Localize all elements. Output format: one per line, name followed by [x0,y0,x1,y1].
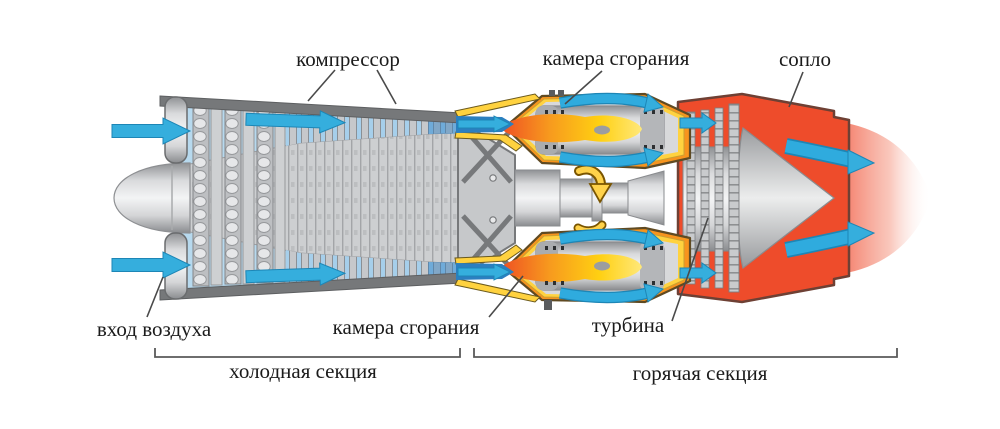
label-cold-section: холодная секция [229,359,377,383]
inlet-arrow-top [111,117,192,145]
fan-rotor-row [192,107,210,287]
label-air-inlet: вход воздуха [97,317,212,341]
can-end-cap [640,242,664,290]
frame-bolt [489,174,497,182]
turbine-stator-row [728,103,740,293]
casing-nub [549,90,555,96]
shaft-cone [627,170,665,226]
frame-bolt [489,216,497,224]
can-slot [594,261,610,271]
fan-stator-row [242,109,255,285]
leader-air-inlet [146,276,164,318]
label-compressor: компрессор [296,47,400,71]
shaft-assembly [457,118,665,280]
turbine-blade-row [686,111,696,285]
casing-nub [558,90,564,96]
shaft-segment [559,178,593,218]
leader-combustion-top [564,70,603,105]
can-slot [594,125,610,135]
inlet-arrow-bottom [111,251,192,279]
exhaust-arrow-bottom [847,221,876,247]
turbine-blade-row [700,109,710,289]
combustion-chamber-bottom [500,226,692,310]
label-hot-section: горячая секция [633,361,768,385]
combustion-chamber-top [500,90,692,170]
cold-section-bracket [154,348,461,358]
leader-turbine [671,217,709,322]
leader-nozzle [788,71,804,108]
duct-arrow-bottom [245,262,347,286]
fan-stator-row [274,111,286,283]
exhaust-plume [840,122,931,274]
compressor-section [113,95,463,301]
fan-stator-row [210,108,223,286]
leader-compressor-right [376,69,397,105]
fan-rotor-row [256,110,274,284]
airflow-arrows [111,92,876,304]
turbine-blade-row [714,107,724,289]
flame [500,114,642,143]
mount-hook [544,300,552,310]
can-bolts [545,110,663,149]
label-nozzle: сопло [779,47,831,71]
duct-arrow-top [245,110,347,134]
leader-combustion-bottom [488,275,524,318]
nose-cone [113,162,191,234]
label-turbine: турбина [592,313,665,337]
shaft-segment [514,169,561,227]
annotations: компрессор камера сгорания сопло вход во… [97,46,898,385]
leader-compressor-left [307,69,336,102]
turbine-inlet-arrow-top [679,112,717,134]
label-combustion-chamber-top: камера сгорания [543,46,690,70]
diffuser-bottom [454,244,541,303]
fan-rotor-row [224,109,242,285]
can-end-cap [640,106,664,154]
exhaust-arrow-top [847,149,876,175]
diffuser-top [454,93,541,152]
flame [500,253,642,282]
turbine-inlet-arrow-bottom [679,262,717,284]
hot-section-bracket [473,348,898,358]
label-combustion-chamber-bottom: камера сгорания [333,315,480,339]
